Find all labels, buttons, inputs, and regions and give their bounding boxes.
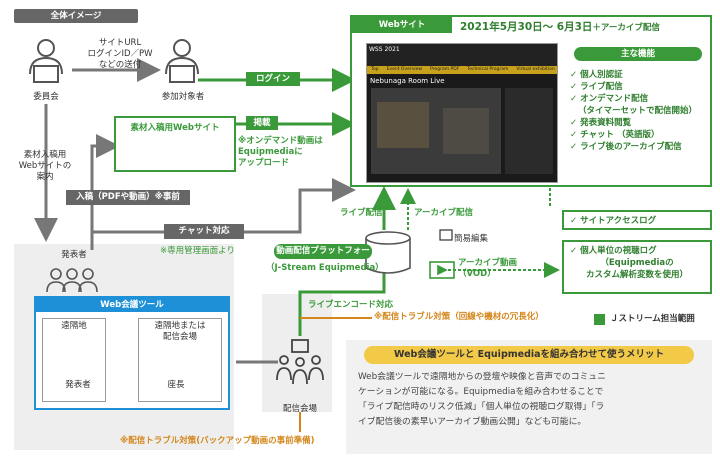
feature-item: ✓ チャット （英語版） xyxy=(570,130,660,140)
web-tool-title: Web会議ツール xyxy=(36,298,228,312)
post-label: 掲載 xyxy=(246,116,278,130)
presenters-group-icon xyxy=(46,268,98,293)
features-title: 主な機能 xyxy=(574,47,702,61)
platform-subtitle: （J-Stream Equipmedia） xyxy=(266,263,384,273)
viewing-log: ✓ 個人単位の視聴ログ xyxy=(570,246,657,256)
participant-label: 参加対象者 xyxy=(161,92,205,102)
merit-title: Web会議ツールと Equipmediaを組み合わせて使うメリット xyxy=(364,346,694,364)
site-access-log-box: ✓ サイトアクセスログ xyxy=(562,210,712,230)
venue-people-icon xyxy=(276,339,324,385)
committee-icon xyxy=(29,39,63,83)
participant-icon xyxy=(165,39,199,83)
feature-item: ✓ 個人別認証 xyxy=(570,70,623,80)
web-tool-box: Web会議ツール 遠隔地 遠隔地または 配信会場 xyxy=(34,296,230,410)
screenshot-video xyxy=(371,88,501,174)
submission-arrow xyxy=(90,134,120,250)
feature-item: ✓ オンデマンド配信 xyxy=(570,94,649,104)
material-site-box[interactable]: 素材入稿用Webサイト xyxy=(114,116,236,172)
header-tag: 全体イメージ xyxy=(14,9,138,23)
remote-panel: 遠隔地 xyxy=(42,318,106,402)
archive-video-label: アーカイブ動画（VOD） xyxy=(458,258,517,279)
material-site-title: 素材入稿用Webサイト xyxy=(130,123,220,133)
edit-icon xyxy=(439,229,453,241)
login-label: ログイン xyxy=(246,72,300,86)
merit-box: Web会議ツールと Equipmediaを組み合わせて使うメリット Web会議ツ… xyxy=(346,340,712,454)
platform-title: 動画配信プラットフォーム xyxy=(274,244,372,271)
trouble-note-1: ※配信トラブル対策（回線や機材の冗長化） xyxy=(374,312,544,322)
feature-item: ✓ ライブ配信 xyxy=(570,82,623,92)
vod-icon xyxy=(429,261,455,279)
site-access-log: ✓ サイトアクセスログ xyxy=(570,216,657,226)
legend-label: Ｊストリーム担当範囲 xyxy=(610,314,695,324)
viewing-log-box: ✓ 個人単位の視聴ログ （Equipmediaの カスタム解析変数を使用） xyxy=(562,240,712,294)
website-box[interactable]: Webサイト 2021年5月30日～ 6月3日＋アーカイブ配信 WSS 2021… xyxy=(350,15,712,187)
presenter-label: 発表者 xyxy=(61,250,87,260)
remote-presenter-label: 発表者 xyxy=(65,380,91,390)
website-title: Webサイト xyxy=(352,17,452,33)
screenshot-logo: WSS 2021 xyxy=(367,44,557,66)
live-delivery-label: ライブ配信 xyxy=(340,208,383,218)
feature-item: ✓ 発表資料閲覧 xyxy=(570,118,632,128)
database-icon xyxy=(365,231,411,274)
committee-label: 委員会 xyxy=(33,92,59,102)
venue-panel: 遠隔地または 配信会場 xyxy=(138,318,222,402)
venue-region xyxy=(262,294,332,412)
feature-item: （タイマーセットで配信開始） xyxy=(578,106,698,116)
venue-label: 配信会場 xyxy=(282,404,317,414)
features-list: ✓ 個人別認証 ✓ ライブ配信 ✓ オンデマンド配信 （タイマーセットで配信開始… xyxy=(570,69,697,153)
chat-label: チャット対応 xyxy=(164,224,244,239)
legend-swatch xyxy=(594,314,605,325)
trouble-note-2: ※配信トラブル対策(バックアップ動画の事前準備) xyxy=(120,436,315,446)
screenshot-room-title: Nebunaga Room Live xyxy=(370,77,445,85)
chat-note: ※専用管理画面より xyxy=(160,246,235,256)
archive-delivery-label: アーカイブ配信 xyxy=(414,208,473,218)
live-encode-line xyxy=(298,270,386,336)
feature-item: ✓ ライブ後のアーカイブ配信 xyxy=(570,142,682,152)
live-encode-label: ライブエンコード対応 xyxy=(308,300,394,310)
submission-label: 入稿（PDFや動画）※事前 xyxy=(66,190,190,205)
merit-body: Web会議ツールで遠隔地からの登壇や映像と音声でのコミュニケーションが可能になる… xyxy=(358,372,606,427)
chair-label: 座長 xyxy=(167,380,185,390)
website-dates: 2021年5月30日～ 6月3日＋アーカイブ配信 xyxy=(460,21,660,33)
simple-edit-label: 簡易編集 xyxy=(454,234,489,244)
